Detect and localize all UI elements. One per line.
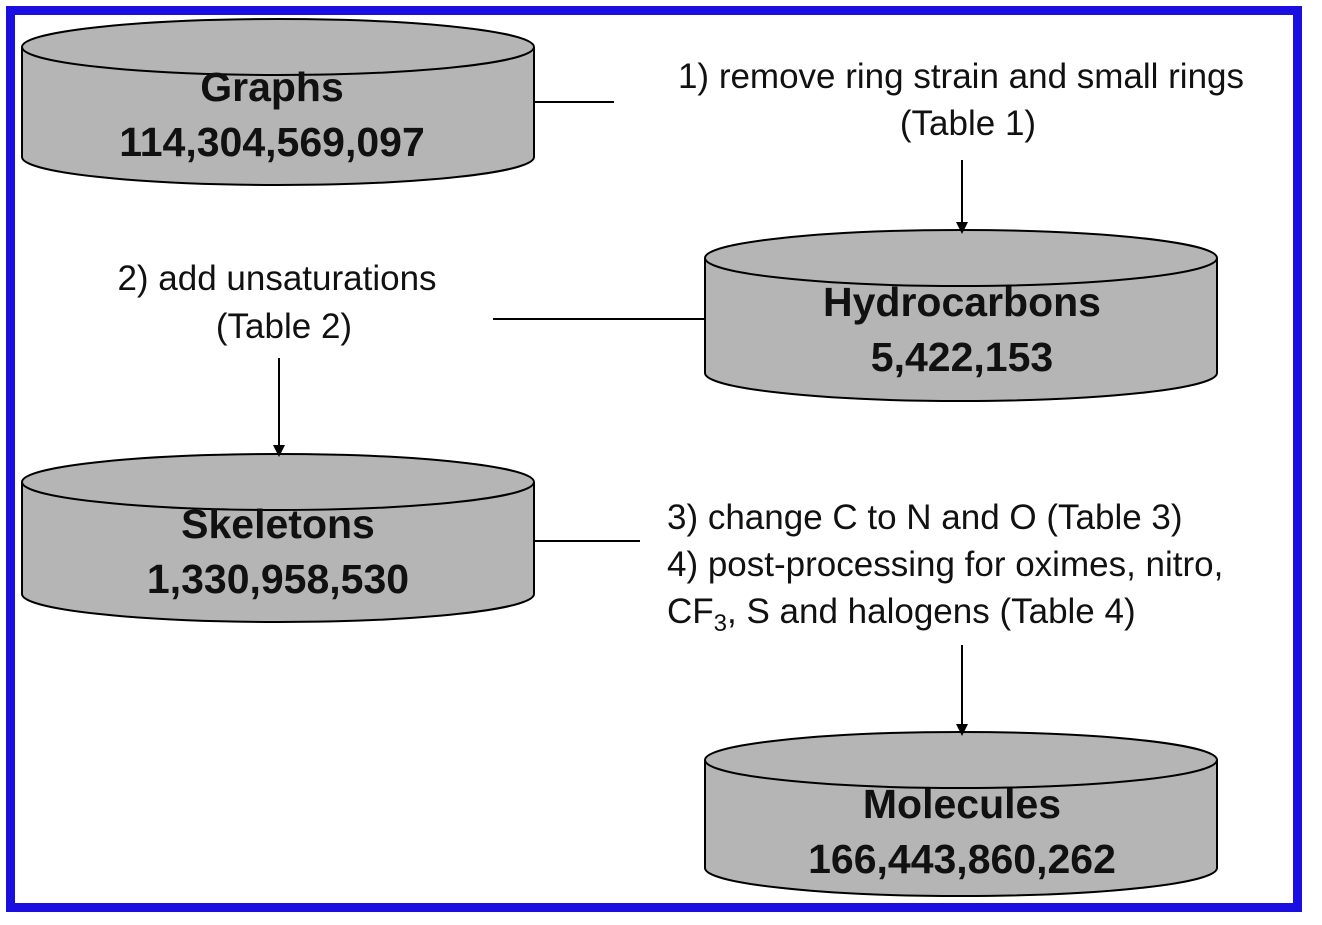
step4-label: 4) post-processing for oximes, nitro, — [667, 545, 1223, 584]
step4-label-continued: CF3, S and halogens (Table 4) — [667, 592, 1136, 637]
skeletons-title: Skeletons — [181, 501, 375, 547]
skeletons-database: Skeletons 1,330,958,530 — [21, 453, 535, 623]
step1-label: 1) remove ring strain and small rings — [678, 57, 1244, 96]
hydrocarbons-database: Hydrocarbons 5,422,153 — [704, 229, 1218, 402]
hydrocarbons-count: 5,422,153 — [871, 334, 1053, 380]
step4-cf-text: CF — [667, 592, 714, 631]
molecules-title: Molecules — [863, 781, 1061, 827]
hydrocarbons-title: Hydrocarbons — [823, 279, 1101, 325]
step2-table-ref: (Table 2) — [216, 307, 352, 346]
step2-label: 2) add unsaturations — [117, 259, 436, 298]
skeletons-count: 1,330,958,530 — [147, 556, 409, 602]
step4-rest-text: , S and halogens (Table 4) — [727, 592, 1136, 631]
graphs-database: Graphs 114,304,569,097 — [21, 18, 535, 186]
graphs-count: 114,304,569,097 — [119, 119, 425, 165]
graphs-title: Graphs — [200, 64, 344, 110]
step1-table-ref: (Table 1) — [900, 104, 1036, 143]
molecules-count: 166,443,860,262 — [808, 836, 1116, 882]
step4-subscript: 3 — [714, 610, 727, 637]
step3-label: 3) change C to N and O (Table 3) — [667, 498, 1183, 537]
molecules-database: Molecules 166,443,860,262 — [704, 731, 1218, 897]
